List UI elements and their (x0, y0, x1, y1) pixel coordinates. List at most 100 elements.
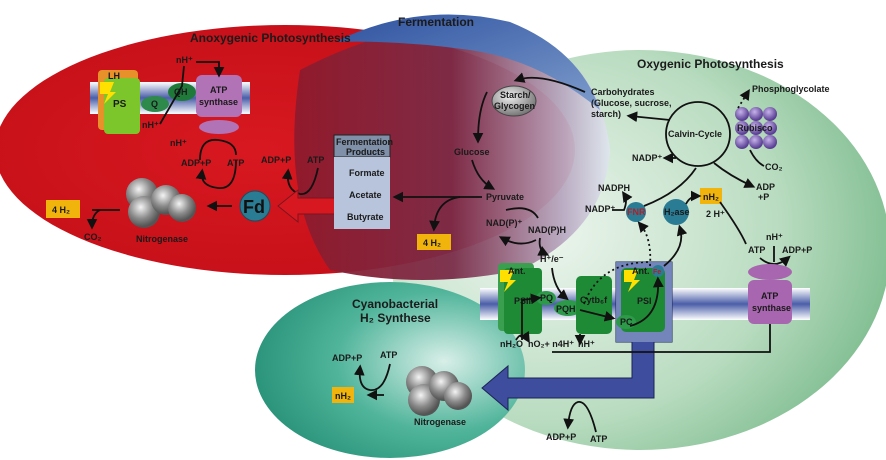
carbs-label-3: starch) (591, 109, 621, 119)
no2-label: nO₂+ n4H⁺ (528, 339, 574, 349)
calvin-to-adp-arrow (713, 162, 756, 188)
adp-oxy-label-2: +P (758, 192, 769, 202)
starch-to-glucose-arrow (472, 91, 488, 144)
co2-oxy-label: CO₂ (765, 162, 783, 172)
fe-label: Fe (653, 269, 661, 276)
atp-synthase-anoxy (196, 75, 242, 117)
qh-label: QH (174, 87, 188, 97)
fermentation-products-list (334, 157, 390, 229)
ant2-label: Ant. (632, 266, 650, 276)
nh-out-label: nH⁺ (578, 339, 595, 349)
pc-to-fe-arrow (629, 276, 664, 327)
light-bolt-icon (100, 82, 116, 104)
adp2-label: ADP+P (261, 155, 291, 165)
co2-to-rubisco-arrow (749, 149, 765, 167)
atp-label: ATP (227, 158, 244, 168)
nadph-label: NADPH (598, 183, 630, 193)
cyclic-electron-dashed-arrow (583, 261, 651, 305)
calvin-cycle (665, 101, 731, 167)
nh2-to-atp-line (719, 201, 747, 245)
anoxygenic-title: Anoxygenic Photosynthesis (190, 31, 351, 45)
fd-node (239, 190, 271, 222)
cyano-h2-label: nH₂ (335, 391, 351, 401)
proton-return-line (552, 324, 771, 353)
hase-label: H₂ase (664, 207, 690, 217)
fermentation-title: Fermentation (398, 15, 474, 29)
cyano-title-1: Cyanobacterial (352, 297, 438, 311)
he-label: H⁺/e⁻ (540, 254, 564, 264)
nadp-plus2-label: NADP⁺ (585, 204, 616, 214)
cyano-title-2: H₂ Synthese (360, 311, 431, 325)
fnr-node (626, 202, 646, 222)
rubisco-icon (735, 107, 777, 149)
h2-anoxy-label: 4 H₂ (52, 205, 70, 215)
nh-top-label: nH⁺ (176, 55, 193, 65)
pqh2-label: PQH₂ (556, 304, 580, 314)
nitrogenase-cyano-icon (406, 366, 472, 416)
atp-synthase-oxy-label-1: ATP (761, 291, 778, 301)
starch-glycogen-node (491, 85, 537, 117)
nitrogenase-anoxy-label: Nitrogenase (136, 234, 188, 244)
h2-box-anoxy (46, 200, 80, 218)
nh-bottom-label: nH⁺ (142, 120, 159, 130)
product-formate: Formate (349, 168, 385, 178)
q-label: Q (151, 99, 158, 109)
psi-label: PSI (637, 296, 652, 306)
ant1-label: Ant. (508, 266, 526, 276)
phosphoglycolate-label: Phosphoglycolate (752, 84, 830, 94)
calvin-to-carbs-arrow (626, 111, 671, 123)
nadph-to-he-arrow (537, 237, 550, 256)
atp-oxy-label: ATP (748, 245, 765, 255)
nh2-box-oxy (700, 188, 722, 204)
cytb6f-label: Cytb₆f (580, 295, 608, 305)
bottom-atp-label: ATP (590, 434, 607, 444)
nitrogenase-to-h2-arrow (92, 209, 120, 226)
cyano-region (255, 282, 525, 458)
water-split-arrow (515, 331, 530, 344)
pqh2-to-cyt-arrow (579, 309, 616, 322)
atp-synthase-oxy (748, 280, 792, 324)
fd-label: Fd (243, 197, 265, 217)
q-molecule (141, 96, 169, 112)
oxygenic-title: Oxygenic Photosynthesis (637, 57, 784, 71)
atp-synthase-oxy-head (748, 264, 792, 280)
bottom-atp-arrow (563, 401, 597, 433)
hase-to-nh2-arrow (685, 190, 702, 205)
co2-anoxy-label: CO₂ (84, 232, 102, 242)
bottom-adp-label: ADP+P (546, 432, 576, 442)
adp-oxy-label-1: ADP (756, 182, 775, 192)
nh-atp-label: nH⁺ (170, 138, 187, 148)
pyruvate-to-h2-arrow (429, 196, 461, 232)
pyruvate-label: Pyruvate (486, 192, 524, 202)
rubisco-to-phosphoglycolate-arrow (737, 88, 750, 109)
h2-box-ferm (417, 234, 451, 250)
pc-label: PC (620, 317, 633, 327)
carbs-label-2: (Glucose, sucrose, (591, 98, 672, 108)
adpp-oxy-label: ADP+P (782, 245, 812, 255)
rubisco-label: Rubisco (737, 123, 773, 133)
starch-label-2: Glycogen (494, 101, 535, 111)
product-acetate: Acetate (349, 190, 382, 200)
atp-synthase-anoxy-base (199, 120, 239, 134)
lh-label: LH (108, 71, 120, 81)
psi-light-icon (624, 270, 640, 292)
fermentation-products-header-2: Products (346, 147, 385, 157)
fe-to-hase-arrow (663, 224, 688, 267)
glucose-to-pyruvate-arrow (471, 159, 496, 190)
ps-label: PS (113, 99, 127, 110)
atp-synthase-anoxy-label-1: ATP (210, 85, 227, 95)
cytb6f-complex (576, 276, 612, 334)
adp-label: ADP+P (181, 158, 211, 168)
nadp-to-nadph-arrow (612, 191, 633, 211)
psii-to-pq-arrow (521, 293, 542, 340)
fermentation-cap (335, 14, 600, 110)
product-butyrate: Butyrate (347, 212, 384, 222)
proton-pump-arrow (159, 61, 219, 125)
fe-to-fnr-dashed-arrow (637, 221, 652, 267)
cyano-adp-label: ADP+P (332, 353, 362, 363)
glucose-label: Glucose (454, 147, 490, 157)
nadp-ox-label: NAD(P)⁺ (486, 218, 522, 228)
he-to-pqh2-arrow (551, 267, 569, 301)
h2-ferm-label: 4 H₂ (423, 238, 441, 248)
